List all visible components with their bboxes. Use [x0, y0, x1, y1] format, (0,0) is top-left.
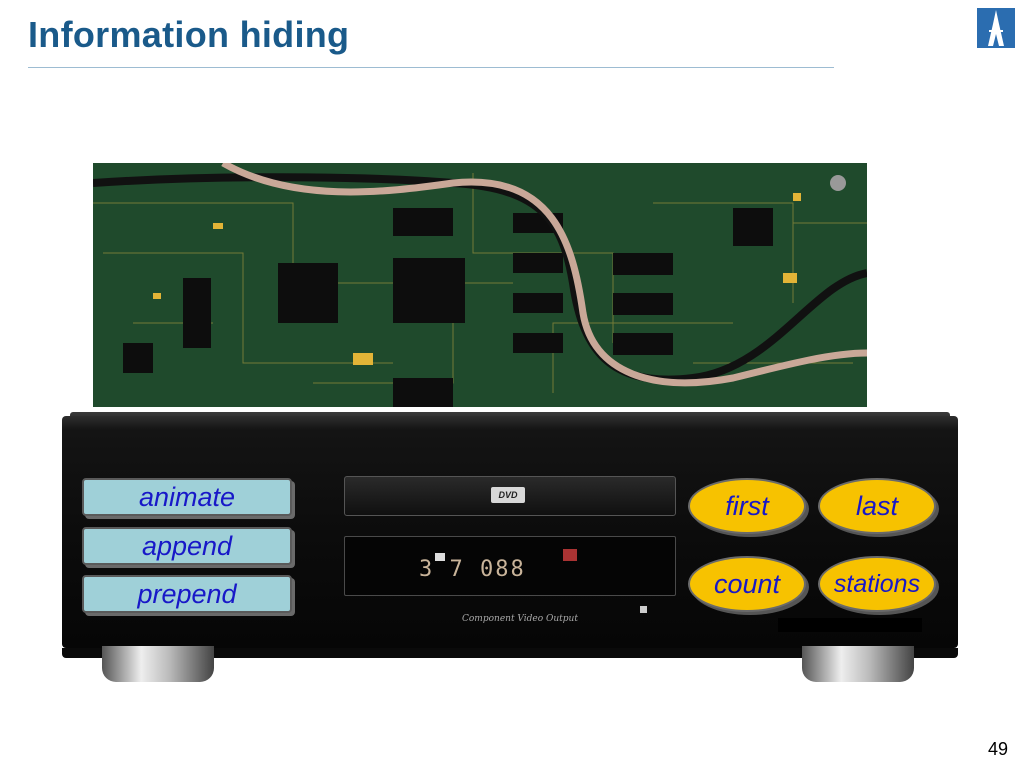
- output-label: Component Video Output: [462, 614, 578, 624]
- prepend-button[interactable]: prepend: [82, 575, 292, 613]
- last-button[interactable]: last: [818, 478, 936, 534]
- dvd-logo: DVD: [491, 487, 525, 503]
- append-button[interactable]: append: [82, 527, 292, 565]
- title-divider: [28, 67, 834, 68]
- left-foot: [102, 646, 214, 682]
- circuit-board-photo: [93, 163, 867, 407]
- count-button[interactable]: count: [688, 556, 806, 612]
- stations-button[interactable]: stations: [818, 556, 936, 612]
- display-red-indicator: [563, 549, 577, 561]
- play-indicator-icon: [435, 553, 445, 561]
- black-strip: [778, 618, 922, 632]
- front-display: 3 7 088: [344, 536, 676, 596]
- player-base: [62, 648, 958, 658]
- slide-title: Information hiding: [28, 14, 350, 55]
- indicator-light: [640, 606, 647, 613]
- page-number: 49: [987, 739, 1008, 759]
- first-button[interactable]: first: [688, 478, 806, 534]
- right-foot: [802, 646, 914, 682]
- display-readout: 3 7 088: [419, 557, 526, 582]
- disc-tray: DVD: [344, 476, 676, 516]
- animate-button[interactable]: animate: [82, 478, 292, 516]
- eiffel-logo-icon: [977, 8, 1015, 48]
